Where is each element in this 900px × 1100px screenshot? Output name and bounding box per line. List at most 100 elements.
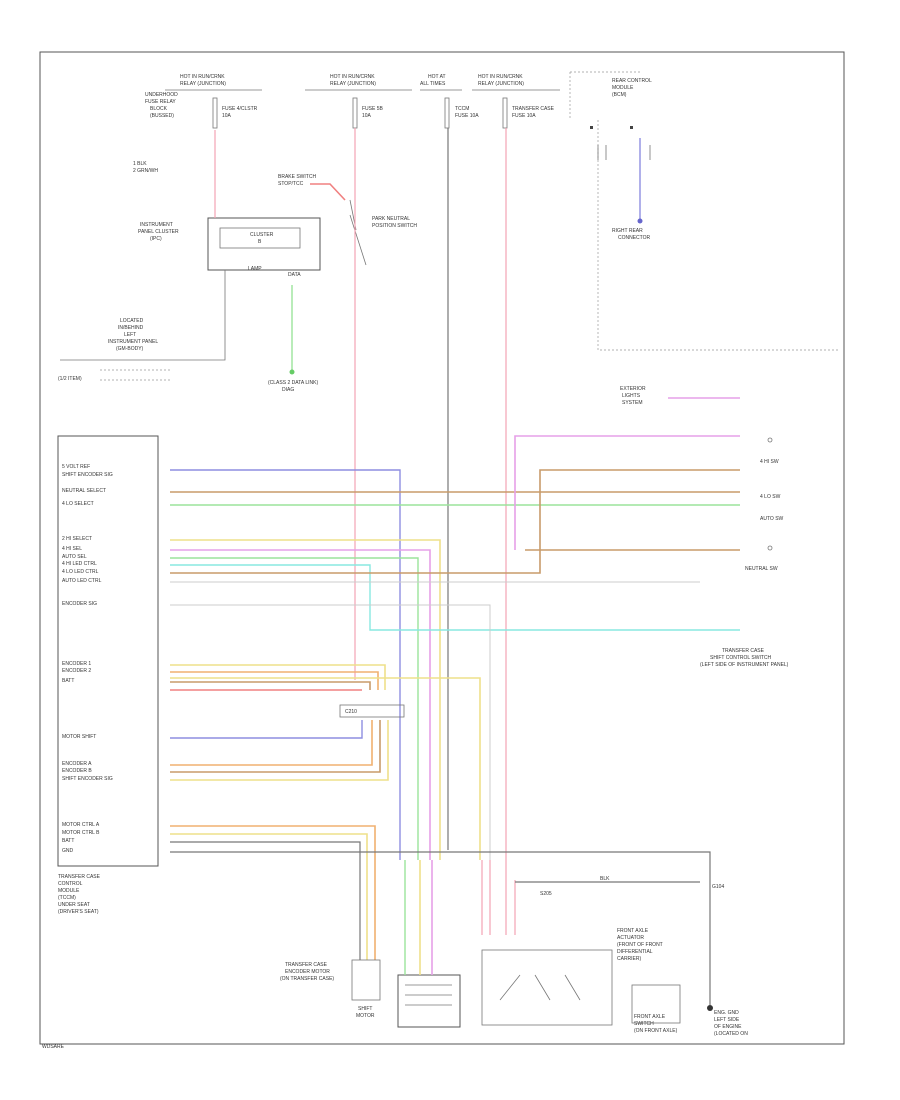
svg-text:INSTRUMENT PANEL: INSTRUMENT PANEL bbox=[108, 339, 158, 345]
svg-text:(BCM): (BCM) bbox=[612, 92, 627, 98]
svg-text:HOT IN RUN/CRNK: HOT IN RUN/CRNK bbox=[478, 74, 523, 80]
svg-text:(LOCATED ON: (LOCATED ON bbox=[714, 1031, 748, 1037]
blk-label: BLK bbox=[600, 876, 610, 882]
svg-text:LAMP: LAMP bbox=[248, 266, 262, 272]
switch-4hi: 4 HI SW bbox=[760, 437, 779, 465]
wire-ipc-lamp bbox=[60, 270, 226, 361]
fuse-2: FUSE 5B 10A bbox=[352, 97, 384, 129]
underhood-fuse-block-label: UNDERHOOD FUSE RELAY BLOCK (BUSSED) bbox=[145, 92, 178, 119]
svg-text:ENCODER MOTOR: ENCODER MOTOR bbox=[285, 969, 330, 975]
power-source-2: HOT IN RUN/CRNK RELAY (JUNCTION) bbox=[330, 74, 376, 87]
ground-icon bbox=[707, 1005, 713, 1011]
tccm-pin-label: ENCODER A bbox=[62, 761, 92, 767]
wire-black-2 bbox=[170, 851, 711, 1005]
legend: 1 BLK 2 GRN/WH bbox=[133, 161, 158, 174]
connector-dashes bbox=[100, 369, 170, 381]
svg-text:C210: C210 bbox=[345, 709, 357, 715]
svg-text:FUSE 10A: FUSE 10A bbox=[512, 113, 536, 119]
tccm-pin-label: MOTOR CTRL A bbox=[62, 822, 100, 828]
svg-text:LEFT SIDE: LEFT SIDE bbox=[714, 1017, 740, 1023]
svg-text:1 BLK: 1 BLK bbox=[133, 161, 147, 167]
svg-text:(LEFT SIDE OF INSTRUMENT PANEL: (LEFT SIDE OF INSTRUMENT PANEL) bbox=[700, 662, 789, 668]
tccm-pin-label: SHIFT ENCODER SIG bbox=[62, 776, 113, 782]
svg-text:SHIFT CONTROL SWITCH: SHIFT CONTROL SWITCH bbox=[710, 655, 772, 661]
svg-text:INSTRUMENT: INSTRUMENT bbox=[140, 222, 173, 228]
tccm-pin-label: AUTO LED CTRL bbox=[62, 578, 102, 584]
svg-text:RIGHT REAR: RIGHT REAR bbox=[612, 228, 643, 234]
svg-text:(GM-BODY): (GM-BODY) bbox=[116, 346, 144, 352]
g104-label: G104 bbox=[712, 884, 724, 890]
svg-text:PANEL CLUSTER: PANEL CLUSTER bbox=[138, 229, 179, 235]
svg-text:FUSE 5B: FUSE 5B bbox=[362, 106, 384, 112]
tccm-pin-label: BATT bbox=[62, 838, 74, 844]
svg-text:FRONT AXLE: FRONT AXLE bbox=[634, 1014, 666, 1020]
svg-text:(BUSSED): (BUSSED) bbox=[150, 113, 174, 119]
svg-text:HOT IN RUN/CRNK: HOT IN RUN/CRNK bbox=[180, 74, 225, 80]
tccm-pin-label: 2 HI SELECT bbox=[62, 536, 92, 542]
svg-text:FRONT AXLE: FRONT AXLE bbox=[617, 928, 649, 934]
svg-text:(ON TRANSFER CASE): (ON TRANSFER CASE) bbox=[280, 976, 334, 982]
wire-orange-2 bbox=[170, 720, 373, 766]
lamp-label: (1/2 ITEM) bbox=[58, 376, 82, 382]
wire-pink-2 bbox=[514, 435, 740, 550]
front-axle-switch: FRONT AXLE SWITCH (ON FRONT AXLE) bbox=[631, 984, 681, 1034]
svg-text:4 HI SW: 4 HI SW bbox=[760, 459, 779, 465]
tccm-pin-label: 4 HI SEL bbox=[62, 546, 82, 552]
svg-text:TRANSFER CASE: TRANSFER CASE bbox=[722, 648, 765, 654]
tccm-label: TRANSFER CASE CONTROL MODULE (TCCM) UNDE… bbox=[58, 874, 101, 915]
svg-text:TCCM: TCCM bbox=[455, 106, 469, 112]
svg-text:ALL TIMES: ALL TIMES bbox=[420, 81, 446, 87]
wire-yellow-2 bbox=[170, 664, 386, 690]
engine-ground: ENG. GND LEFT SIDE OF ENGINE (LOCATED ON bbox=[707, 1005, 748, 1037]
wire-orange-3 bbox=[170, 825, 376, 960]
svg-text:IN/BEHIND: IN/BEHIND bbox=[118, 325, 144, 331]
svg-text:ACTUATOR: ACTUATOR bbox=[617, 935, 644, 941]
transfer-case-switch-label: TRANSFER CASE SHIFT CONTROL SWITCH (LEFT… bbox=[700, 648, 789, 668]
svg-text:FUSE 10A: FUSE 10A bbox=[455, 113, 479, 119]
svg-text:MODULE: MODULE bbox=[58, 888, 80, 894]
serial-data-label: LOCATED IN/BEHIND LEFT INSTRUMENT PANEL … bbox=[108, 318, 158, 352]
footer-code: WDSARE bbox=[42, 1044, 65, 1050]
svg-text:(CLASS 2 DATA LINK): (CLASS 2 DATA LINK) bbox=[268, 380, 318, 386]
svg-text:DIFFERENTIAL: DIFFERENTIAL bbox=[617, 949, 653, 955]
shift-motor-connector bbox=[397, 974, 461, 1028]
tccm-pin-label: ENCODER B bbox=[62, 768, 92, 774]
svg-text:AUTO SW: AUTO SW bbox=[760, 516, 784, 522]
wire-yellow-4 bbox=[170, 677, 481, 860]
wire-pink-1 bbox=[170, 549, 431, 860]
tccm-pin-label: GND bbox=[62, 848, 74, 854]
exterior-lights-ref: EXTERIOR LIGHTS SYSTEM bbox=[620, 386, 740, 406]
tccm-pin-label: ENCODER 2 bbox=[62, 668, 91, 674]
svg-text:RELAY (JUNCTION): RELAY (JUNCTION) bbox=[180, 81, 226, 87]
svg-text:CLUSTER: CLUSTER bbox=[250, 232, 274, 238]
instrument-panel-cluster: INSTRUMENT PANEL CLUSTER (IPC) CLUSTER B… bbox=[138, 217, 321, 278]
switch-4lo: 4 LO SW bbox=[760, 494, 781, 500]
wire-brown-4 bbox=[170, 681, 371, 690]
svg-text:BRAKE SWITCH: BRAKE SWITCH bbox=[278, 174, 316, 180]
svg-text:NEUTRAL SW: NEUTRAL SW bbox=[745, 566, 778, 572]
tccm-pin-label: ENCODER SIG bbox=[62, 601, 97, 607]
svg-text:4 LO SW: 4 LO SW bbox=[760, 494, 781, 500]
svg-text:REAR CONTROL: REAR CONTROL bbox=[612, 78, 652, 84]
svg-text:BLOCK: BLOCK bbox=[150, 106, 168, 112]
svg-text:HOT AT: HOT AT bbox=[428, 74, 446, 80]
wire-orange-1 bbox=[170, 671, 379, 690]
wire-yellow-1 bbox=[170, 539, 441, 860]
s205-label: S205 bbox=[540, 891, 552, 897]
tccm-pin-label: 4 HI LED CTRL bbox=[62, 561, 97, 567]
svg-text:CONNECTOR: CONNECTOR bbox=[618, 235, 651, 241]
svg-text:LIGHTS: LIGHTS bbox=[622, 393, 641, 399]
tccm-pin-label: 4 LO LED CTRL bbox=[62, 569, 99, 575]
svg-text:SWITCH: SWITCH bbox=[634, 1021, 654, 1027]
wire-cyan-1 bbox=[170, 564, 740, 631]
splice-icon bbox=[289, 369, 295, 375]
svg-text:ENG. GND: ENG. GND bbox=[714, 1010, 739, 1016]
svg-text:POSITION SWITCH: POSITION SWITCH bbox=[372, 223, 417, 229]
svg-text:HOT IN RUN/CRNK: HOT IN RUN/CRNK bbox=[330, 74, 375, 80]
diagram-frame bbox=[39, 51, 845, 1045]
rear-control-module: REAR CONTROL MODULE (BCM) RIGHT REAR CON… bbox=[569, 71, 838, 351]
wire-brown-5 bbox=[170, 720, 381, 773]
brake-switch: BRAKE SWITCH STOP/TCC PARK NEUTRAL POSIT… bbox=[278, 174, 417, 266]
tccm-pin-label: MOTOR CTRL B bbox=[62, 830, 100, 836]
